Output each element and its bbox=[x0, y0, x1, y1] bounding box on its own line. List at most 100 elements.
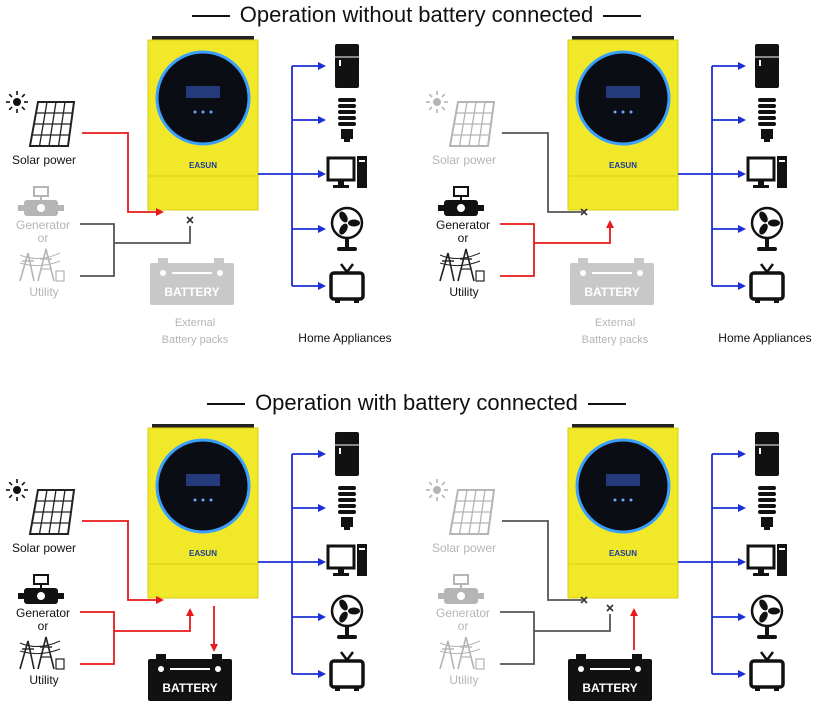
generator-icon bbox=[18, 574, 64, 604]
utility-pylon-icon bbox=[439, 636, 485, 670]
battery-terminal bbox=[576, 654, 586, 660]
arrow-head bbox=[738, 670, 746, 678]
inverter-bottom-panel bbox=[567, 563, 679, 599]
generator-input-line bbox=[80, 611, 191, 632]
computer-icon bbox=[746, 156, 787, 188]
battery-plus-sign bbox=[215, 666, 221, 672]
arrow-head bbox=[318, 558, 326, 566]
battery-body bbox=[568, 659, 652, 701]
arrow-head bbox=[738, 225, 746, 233]
battery-minus-sign bbox=[580, 270, 586, 276]
battery-label: BATTERY bbox=[582, 681, 637, 695]
generator-or-label: or bbox=[38, 619, 49, 633]
arrow-head bbox=[630, 608, 638, 616]
solar-panel-icon bbox=[448, 101, 496, 147]
solar-input-line bbox=[502, 132, 582, 213]
battery-label: BATTERY bbox=[584, 285, 639, 299]
battery-terminal bbox=[578, 258, 588, 264]
arrow-head bbox=[318, 613, 326, 621]
utility-label: Utility bbox=[29, 673, 58, 687]
utility-pylon-icon bbox=[19, 636, 65, 670]
arrow-head bbox=[738, 504, 746, 512]
arrow-head bbox=[738, 116, 746, 124]
indicator-led bbox=[201, 110, 205, 114]
generator-or-label: or bbox=[38, 231, 49, 245]
lcd-readout bbox=[186, 86, 220, 98]
indicator-led bbox=[193, 110, 197, 114]
fan-icon bbox=[750, 206, 784, 251]
external-battery-label-1: External bbox=[595, 317, 635, 329]
indicator-led bbox=[613, 110, 617, 114]
lcd-readout bbox=[186, 474, 220, 486]
section-heading-with-battery: Operation with battery connected bbox=[0, 390, 833, 416]
generator-label: Generator bbox=[16, 606, 70, 620]
sun-icon bbox=[6, 91, 28, 113]
lamp-icon bbox=[338, 98, 356, 142]
heading-rule-left bbox=[207, 403, 246, 406]
panel-bottom-right: Solar powerGeneratororUtilityEASUNBATTER… bbox=[426, 424, 787, 701]
indicator-led bbox=[209, 110, 213, 114]
heading-rule-right bbox=[587, 403, 626, 406]
tv-icon bbox=[749, 263, 785, 303]
computer-icon bbox=[326, 156, 367, 188]
lamp-icon bbox=[338, 486, 356, 530]
fridge-icon bbox=[755, 432, 779, 476]
generator-input-line bbox=[500, 223, 611, 244]
inverter-bottom-panel bbox=[567, 175, 679, 211]
arrow-head bbox=[156, 596, 164, 604]
battery-bar bbox=[592, 272, 632, 274]
battery-icon: BATTERY bbox=[568, 654, 652, 701]
home-appliances-label: Home Appliances bbox=[718, 331, 811, 345]
external-battery-label-2: Battery packs bbox=[162, 334, 229, 346]
utility-input-line bbox=[80, 631, 115, 665]
panel-bottom-left: Solar powerGeneratororUtilityEASUNBATTER… bbox=[6, 424, 367, 701]
indicator-led bbox=[201, 498, 205, 502]
arrow-head bbox=[738, 282, 746, 290]
battery-label: BATTERY bbox=[164, 285, 219, 299]
arrow-head bbox=[606, 220, 614, 228]
battery-bar bbox=[170, 668, 210, 670]
arrow-head bbox=[318, 116, 326, 124]
computer-icon bbox=[746, 544, 787, 576]
inverter-top-vent bbox=[572, 36, 674, 42]
generator-input-line bbox=[500, 611, 611, 632]
solar-input-line bbox=[82, 520, 162, 601]
solar-power-label: Solar power bbox=[432, 541, 496, 555]
battery-bar bbox=[172, 272, 212, 274]
panel-top-left: Solar powerGeneratororUtilityEASUNBATTER… bbox=[6, 36, 392, 346]
utility-input-line bbox=[500, 243, 535, 277]
arrow-head bbox=[318, 670, 326, 678]
section-title-without-battery: Operation without battery connected bbox=[239, 2, 594, 27]
solar-input-line bbox=[82, 132, 162, 213]
indicator-led bbox=[629, 498, 633, 502]
generator-icon bbox=[438, 186, 484, 216]
indicator-led bbox=[621, 498, 625, 502]
battery-minus-sign bbox=[578, 666, 584, 672]
section-heading-without-battery: Operation without battery connected bbox=[0, 2, 833, 28]
solar-power-label: Solar power bbox=[432, 153, 496, 167]
section-title-with-battery: Operation with battery connected bbox=[255, 390, 578, 415]
solar-input-line bbox=[502, 520, 582, 601]
disconnected-mark bbox=[606, 604, 614, 612]
sun-icon bbox=[426, 479, 448, 501]
fridge-icon bbox=[335, 44, 359, 88]
lamp-icon bbox=[758, 98, 776, 142]
arrow-head bbox=[318, 62, 326, 70]
utility-input-line bbox=[80, 243, 115, 277]
indicator-led bbox=[613, 498, 617, 502]
arrow-head bbox=[738, 450, 746, 458]
external-battery-label-2: Battery packs bbox=[582, 334, 649, 346]
inverter-bottom-panel bbox=[147, 175, 259, 211]
external-battery-label-1: External bbox=[175, 317, 215, 329]
utility-pylon-icon bbox=[19, 248, 65, 282]
heading-rule-left bbox=[191, 15, 230, 18]
fan-icon bbox=[330, 594, 364, 639]
arrow-head bbox=[738, 62, 746, 70]
indicator-led bbox=[209, 498, 213, 502]
battery-terminal bbox=[634, 258, 644, 264]
battery-terminal bbox=[632, 654, 642, 660]
utility-pylon-icon bbox=[439, 248, 485, 282]
inverter-top-vent bbox=[152, 424, 254, 430]
